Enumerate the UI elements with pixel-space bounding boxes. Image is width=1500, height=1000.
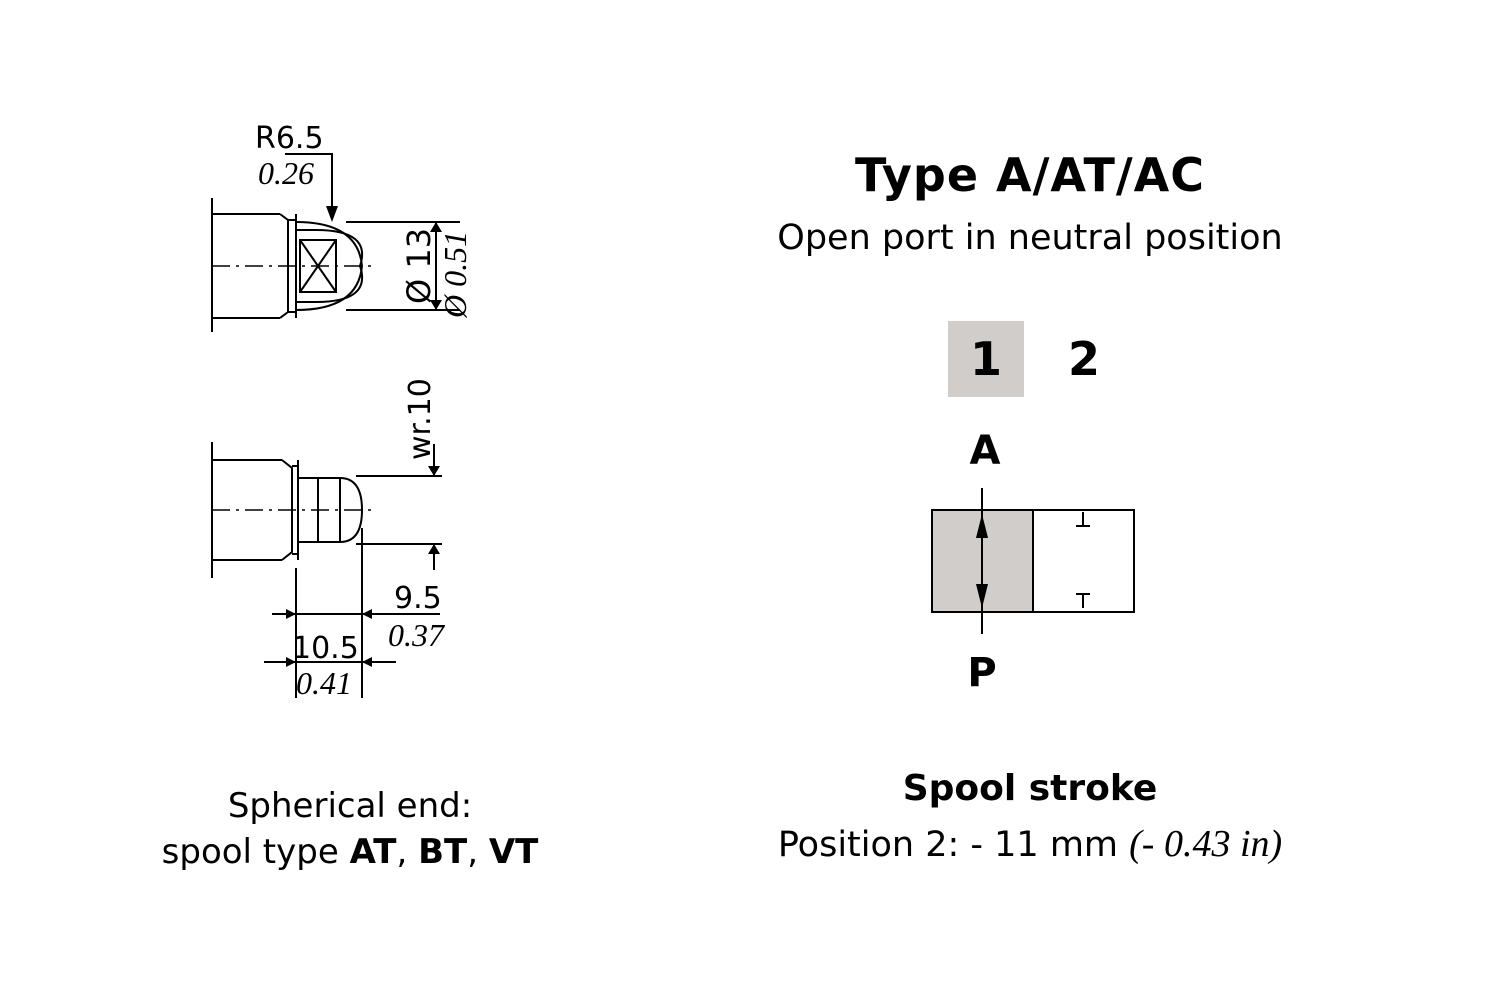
dim-radius-mm: R6.5 (255, 121, 324, 156)
dim-wrench: wr.10 (403, 378, 438, 460)
dim-radius-in: 0.26 (258, 155, 314, 191)
spool-stroke-inches: (- 0.43 in) (1129, 823, 1283, 865)
spool-type-1: AT (349, 832, 397, 872)
dim-len1-in: 0.37 (388, 617, 446, 653)
caption-spherical-end: Spherical end: (227, 786, 473, 826)
spool-type-3: VT (488, 832, 539, 872)
caption-sep-2: , (467, 832, 489, 872)
type-subtitle: Open port in neutral position (777, 218, 1283, 258)
position-1-label: 1 (969, 332, 1002, 386)
port-a-label: A (969, 428, 1001, 474)
position-1-highlight (948, 321, 1024, 397)
caption-prefix: spool type (161, 832, 350, 872)
spool-stroke-title: Spool stroke (902, 768, 1158, 809)
dim-diameter-in: Ø 0.51 (437, 231, 473, 319)
port-p-label: P (967, 650, 997, 696)
position-2-label: 2 (1067, 332, 1100, 386)
caption-sep-1: , (396, 832, 419, 872)
dim-len1-mm: 9.5 (394, 581, 442, 616)
dim-len2-mm: 10.5 (292, 631, 359, 666)
spool-stroke-text: Position 2: - 11 mm (- 0.43 in) (700, 822, 1360, 866)
dim-diameter-mm: Ø 13 (400, 228, 438, 304)
spool-type-2: BT (418, 832, 468, 872)
dim-len2-in: 0.41 (296, 665, 352, 701)
type-title: Type A/AT/AC (854, 148, 1205, 202)
spool-stroke-mm: Position 2: - 11 mm (777, 825, 1130, 865)
caption-spool-types: spool type AT, BT, VT (100, 832, 600, 872)
